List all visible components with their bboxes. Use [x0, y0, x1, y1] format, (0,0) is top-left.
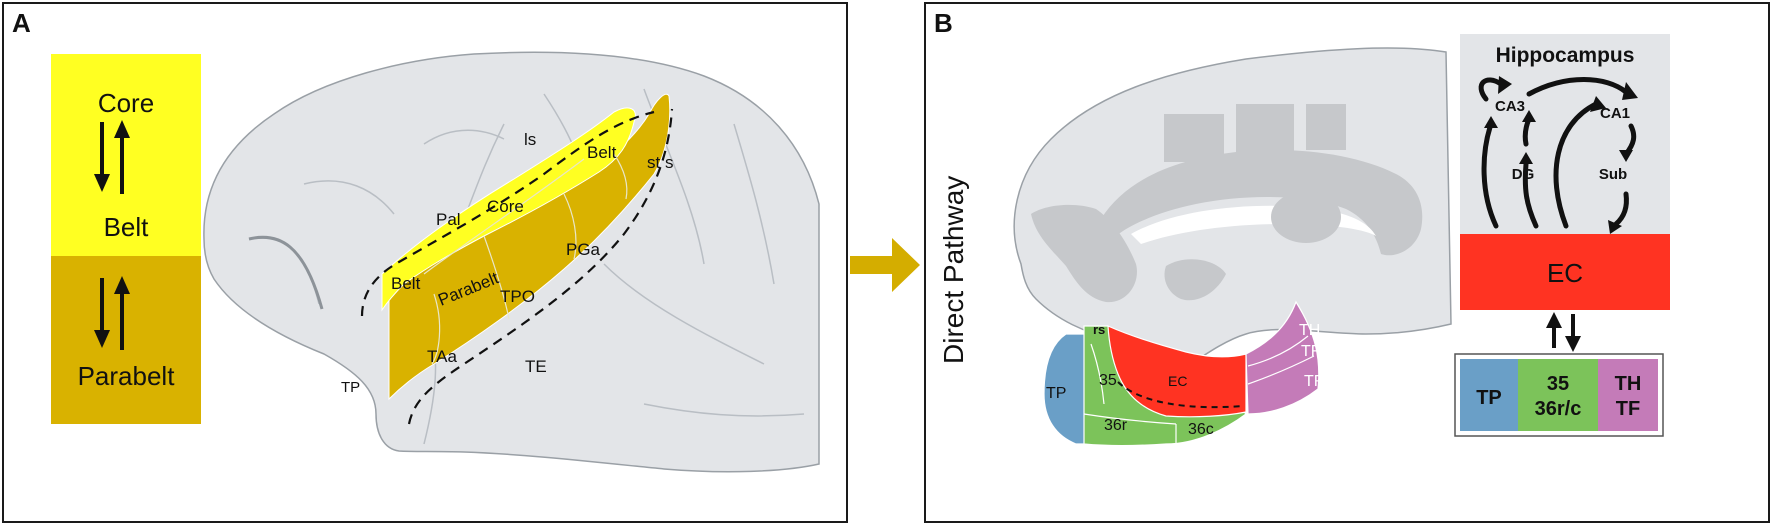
label-belt-left: Belt — [391, 274, 421, 293]
label-tp-brain: TP — [1046, 385, 1066, 402]
label-pal: Pal — [436, 210, 461, 229]
label-ec-brain: EC — [1168, 373, 1187, 389]
cingulate-block-3 — [1306, 104, 1346, 150]
label-36r-brain: 36r — [1104, 417, 1128, 434]
label-taa: TAa — [427, 347, 457, 366]
legend-tp-label: TP — [1476, 387, 1502, 409]
label-belt-top: Belt — [587, 143, 617, 162]
legend-35-label: 35 — [1547, 373, 1569, 395]
label-tfl: TFl — [1304, 373, 1327, 390]
legend-perirhinal-box — [1518, 359, 1598, 431]
cingulate-block-2 — [1236, 104, 1294, 154]
hierarchy-core-label: Core — [97, 87, 155, 118]
legend-36rc-label: 36r/c — [1535, 398, 1582, 420]
legend-tp-box — [1460, 359, 1518, 431]
label-parabelt: Parabelt — [435, 268, 501, 309]
rhinal-sulcus-dashed — [1117, 381, 1245, 409]
thalamus — [1271, 191, 1341, 243]
node-sub: Sub — [1599, 166, 1627, 183]
legend-th-tf-box — [1598, 359, 1658, 431]
label-36c-brain: 36c — [1188, 421, 1214, 438]
ec-box-label: EC — [1547, 258, 1583, 288]
sts-dashed — [407, 108, 674, 425]
label-ls: ls — [524, 130, 536, 149]
panel-a-letter: A — [12, 8, 31, 38]
panel-b-letter: B — [934, 8, 953, 38]
region-th-tf — [1245, 300, 1320, 415]
legend-th-label: TH — [1615, 373, 1642, 395]
hierarchy-belt-box: Belt — [51, 198, 201, 256]
label-35-brain: 35 — [1099, 372, 1117, 389]
hierarchy-arrows-core-belt — [51, 152, 201, 198]
hierarchy-core-box: Core — [51, 54, 201, 152]
principal-sulcus — [248, 235, 324, 310]
ec-box — [1460, 234, 1670, 310]
label-tp: TP — [341, 379, 360, 396]
subcortical-mass — [1031, 204, 1137, 303]
hierarchy-belt-label: Belt — [103, 211, 149, 242]
legend-tf-label: TF — [1616, 398, 1640, 420]
panel-a: A Core Belt Parabelt — [2, 2, 848, 523]
cingulate-block-1 — [1164, 114, 1224, 162]
panel-b-drawing: Direct Pathway rs TH — [938, 34, 1670, 447]
label-core: Core — [487, 197, 524, 216]
panel-b: B Direct Pathway — [924, 2, 1770, 523]
label-sts: st s — [647, 153, 673, 172]
node-ca3: CA3 — [1495, 98, 1525, 115]
medial-temporal-lobe — [1043, 300, 1320, 447]
label-pga: PGa — [566, 240, 601, 259]
mtl-boundaries — [1083, 335, 1315, 444]
direct-pathway-label: Direct Pathway — [938, 176, 969, 364]
hierarchy-parabelt-box: Parabelt — [51, 256, 201, 424]
node-ca1: CA1 — [1600, 105, 1630, 122]
label-rs: rs — [1093, 322, 1105, 337]
label-te: TE — [525, 357, 547, 376]
parabelt-region — [388, 93, 671, 401]
core-belt-region — [381, 107, 636, 312]
label-tfm: TFm — [1301, 343, 1334, 360]
region-ec — [1107, 325, 1247, 418]
hippocampal-arrowheads — [1484, 76, 1638, 234]
corpus-callosum — [1101, 150, 1423, 256]
hierarchy-parabelt-label: Parabelt — [77, 361, 175, 391]
ec-legend-double-arrow — [1546, 312, 1581, 352]
region-tp — [1043, 333, 1087, 445]
sulci-lines — [248, 88, 805, 445]
label-tpo: TPO — [500, 287, 535, 306]
area-boundaries — [423, 153, 628, 365]
lateral-sulcus-dashed — [360, 110, 655, 317]
brain-lateral-outline — [203, 51, 820, 473]
hippocampus-title: Hippocampus — [1496, 44, 1635, 67]
brainstem — [1164, 259, 1226, 301]
hippocampal-circuit-arrows — [1478, 77, 1637, 229]
panel-transition-arrow — [850, 238, 920, 292]
label-th: TH — [1299, 322, 1320, 339]
